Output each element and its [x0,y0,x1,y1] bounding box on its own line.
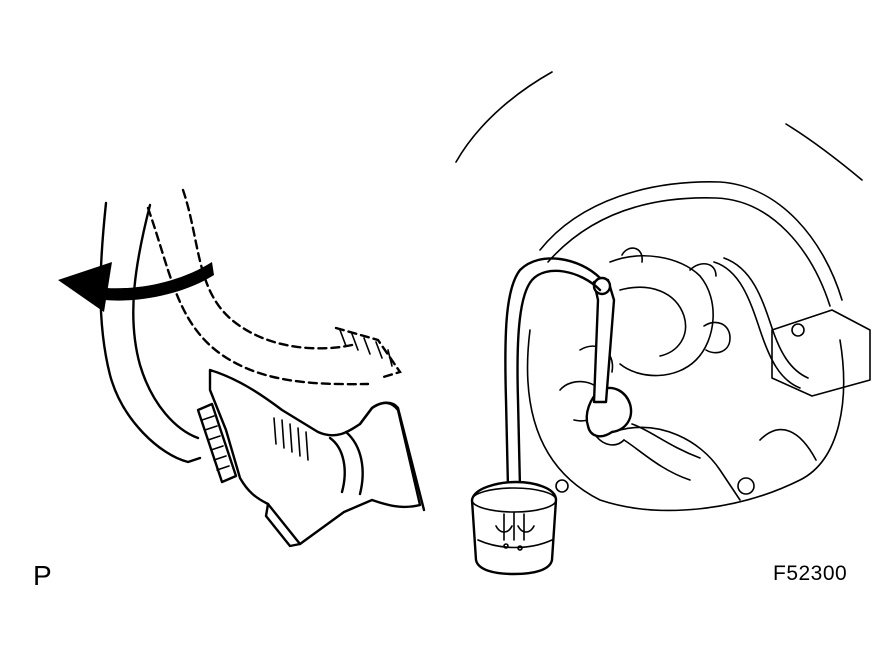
wheel-arch-inner [539,181,843,301]
vinyl-tube [504,257,602,490]
mounting-bracket [771,309,871,397]
wheel-arch-outer [455,71,553,163]
bleeder-container [470,480,558,576]
pedal-arm-dashed [181,188,354,350]
brake-caliper-scene [455,71,871,576]
pedal-pad-dashed [334,326,402,380]
curved-arrow-icon [58,262,214,312]
pedal-pad-solid [196,402,238,484]
brake-caliper [559,247,731,422]
wrench [592,278,616,404]
foot-shoe [208,368,426,548]
brake-pedal-scene [58,188,426,548]
brake-disc [526,329,845,512]
pedal-arm-solid-inner [132,203,200,440]
figure-code: F52300 [773,562,848,585]
brake-line [713,261,801,389]
hand [585,386,701,481]
pedal-label: P [33,560,52,591]
wheel-arch-right [785,123,863,181]
pedal-arm-dashed-inner [146,206,370,386]
pedal-arm-solid [99,201,202,464]
